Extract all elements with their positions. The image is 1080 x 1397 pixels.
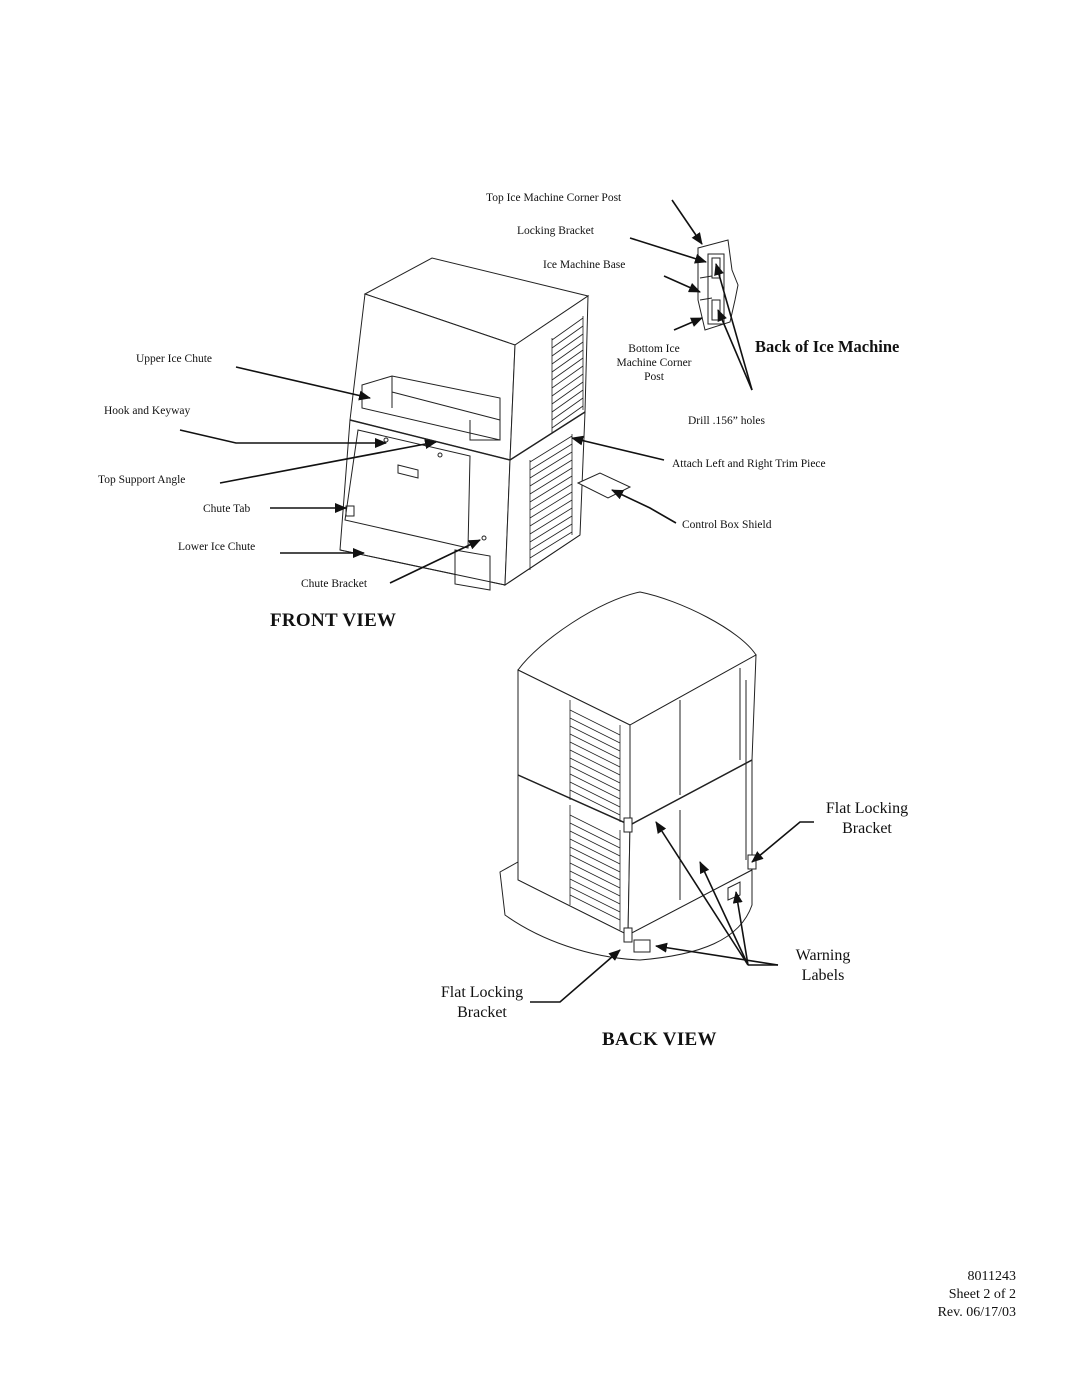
- title-block: 8011243 Sheet 2 of 2 Rev. 06/17/03: [938, 1268, 1016, 1322]
- label-attach-trim-piece: Attach Left and Right Trim Piece: [672, 458, 826, 470]
- label-machine-base: Ice Machine Base: [543, 259, 626, 271]
- leader-hook-and-keyway: [179, 429, 387, 448]
- label-flat-locking-bracket-left-line2: Bracket: [457, 1004, 507, 1021]
- label-bottom-corner-post-line3: Post: [644, 371, 664, 383]
- label-drill-holes: Drill .156” holes: [688, 415, 765, 427]
- back-of-machine-title: Back of Ice Machine: [755, 337, 900, 356]
- back-view-machine: [499, 591, 757, 961]
- label-flat-locking-bracket-right-line2: Bracket: [842, 820, 892, 837]
- label-flat-locking-bracket-left-line1: Flat Locking: [440, 984, 524, 1001]
- label-bottom-corner-post-line2: Machine Corner: [616, 357, 692, 369]
- label-locking-bracket: Locking Bracket: [517, 225, 594, 237]
- leader-drill-hole-2: [717, 309, 753, 391]
- label-upper-ice-chute: Upper Ice Chute: [136, 353, 212, 365]
- label-bottom-corner-post-line1: Bottom Ice: [628, 343, 680, 355]
- leader-bottom-corner-post: [673, 317, 703, 331]
- leader-warning-4: [732, 891, 749, 966]
- leader-flat-locking-bracket-left: [530, 949, 621, 1003]
- label-hook-and-keyway: Hook and Keyway: [104, 405, 191, 417]
- leader-locking-bracket: [629, 237, 707, 264]
- leader-warning-2: [655, 821, 749, 966]
- leader-attach-trim: [571, 435, 665, 461]
- leader-top-support-angle: [219, 439, 437, 484]
- leader-top-corner-post: [671, 199, 703, 245]
- leader-machine-base: [663, 275, 701, 293]
- label-warning-labels-line1: Warning: [795, 947, 851, 964]
- part-number: 8011243: [967, 1269, 1016, 1284]
- label-chute-bracket: Chute Bracket: [301, 578, 368, 590]
- leader-warning-3: [699, 861, 749, 966]
- label-warning-labels: Warning Labels: [778, 946, 868, 986]
- sheet-number: Sheet 2 of 2: [948, 1287, 1016, 1302]
- label-flat-locking-bracket-left: Flat Locking Bracket: [426, 983, 538, 1023]
- back-view-title: BACK VIEW: [602, 1029, 717, 1050]
- front-view-machine: [339, 257, 632, 591]
- leader-lines: [179, 199, 814, 1003]
- label-bottom-corner-post: Bottom Ice Machine Corner Post: [604, 342, 704, 384]
- leader-drill-hole-1: [714, 263, 753, 391]
- leader-upper-ice-chute: [235, 366, 371, 401]
- leader-flat-locking-bracket-right: [751, 821, 814, 863]
- leader-warning-1: [655, 942, 779, 966]
- leader-chute-bracket: [389, 539, 481, 584]
- leader-control-box-shield: [611, 489, 677, 524]
- label-warning-labels-line2: Labels: [801, 967, 845, 984]
- label-chute-tab: Chute Tab: [203, 503, 251, 515]
- back-of-machine-detail: [697, 239, 739, 331]
- revision: Rev. 06/17/03: [937, 1305, 1016, 1320]
- front-view-title: FRONT VIEW: [270, 610, 397, 631]
- label-flat-locking-bracket-right-line1: Flat Locking: [825, 800, 909, 817]
- label-lower-ice-chute: Lower Ice Chute: [178, 541, 256, 553]
- label-top-corner-post: Top Ice Machine Corner Post: [486, 192, 622, 204]
- label-control-box-shield: Control Box Shield: [682, 519, 772, 531]
- label-flat-locking-bracket-right: Flat Locking Bracket: [812, 799, 922, 839]
- label-top-support-angle: Top Support Angle: [98, 474, 186, 486]
